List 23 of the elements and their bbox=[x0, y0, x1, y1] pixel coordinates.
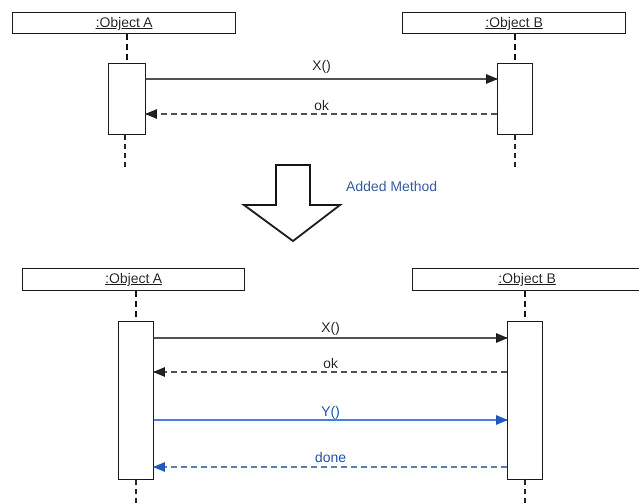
activation-bar bbox=[497, 63, 533, 135]
message-arrow bbox=[154, 415, 508, 425]
object-header: :Object A bbox=[22, 268, 245, 291]
activation-bar bbox=[507, 321, 543, 480]
message-arrow bbox=[153, 367, 507, 377]
edge-label: ok bbox=[312, 98, 331, 113]
message-arrow bbox=[154, 333, 508, 343]
activation-bar bbox=[118, 321, 154, 480]
edge-label: Y() bbox=[319, 404, 342, 419]
lifeline bbox=[126, 34, 128, 63]
object-header: :Object B bbox=[412, 268, 639, 291]
annotation-text: Added Method bbox=[346, 178, 438, 194]
lifeline bbox=[514, 34, 516, 63]
edge-label: done bbox=[312, 450, 348, 465]
message-arrow bbox=[145, 109, 497, 119]
edge-label: X() bbox=[319, 320, 342, 335]
activation-bar bbox=[108, 63, 146, 135]
edge-label: ok bbox=[321, 356, 340, 371]
message-arrow bbox=[146, 74, 498, 84]
message-arrow bbox=[153, 462, 507, 472]
object-header: :Object A bbox=[12, 12, 236, 34]
edge-label: X() bbox=[310, 58, 333, 73]
object-header: :Object B bbox=[402, 12, 626, 34]
